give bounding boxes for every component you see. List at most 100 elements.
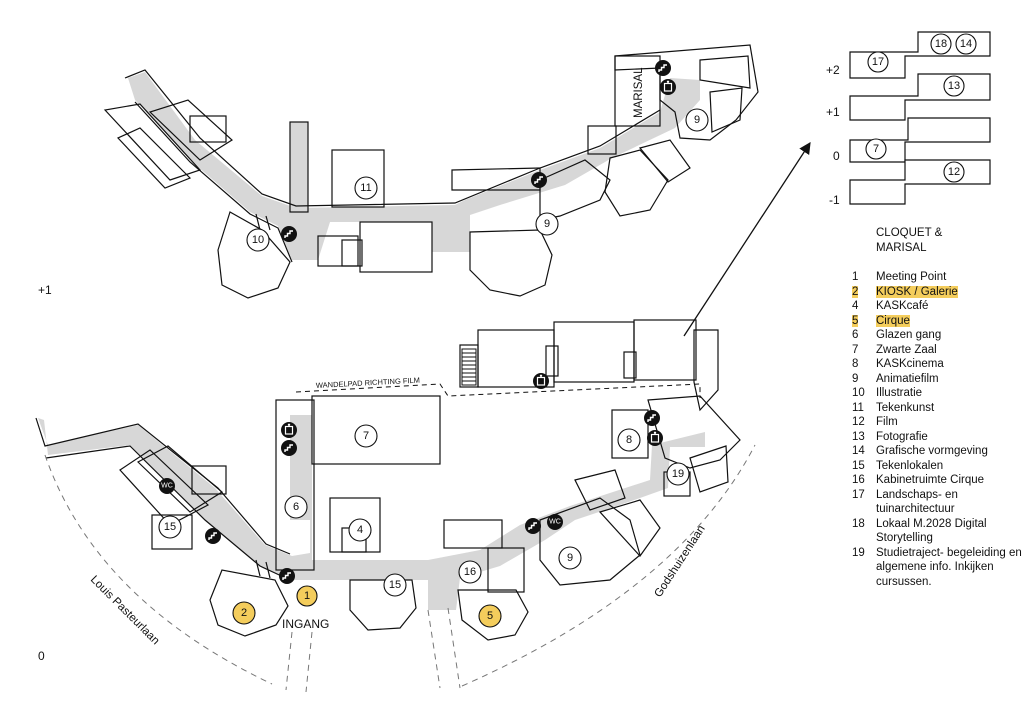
lift-icon [533, 373, 549, 389]
room-marker-5[interactable]: 5 [478, 604, 502, 628]
lift-icon [281, 422, 297, 438]
legend-item-label: Studietraject- begeleiding en algemene i… [876, 546, 1022, 588]
street-label-godshuizenlaan: Godshuizenlaan [652, 523, 707, 599]
room-marker-15[interactable]: 15 [383, 573, 407, 597]
room-marker-15[interactable]: 15 [158, 515, 182, 539]
upper-floor-plan [103, 44, 759, 299]
legend-item-key: 19 [852, 546, 865, 559]
legend-item-label: Grafische vormgeving [876, 445, 988, 457]
legend-item-label: KASKcinema [876, 358, 944, 370]
legend-item-label: Fotografie [876, 430, 928, 443]
legend-item-key: 15 [852, 459, 865, 472]
legend-item-4: 4 KASKcafé [852, 299, 1022, 314]
legend-item-5: 5 Cirque [852, 314, 1022, 329]
legend-item-key: 5 [852, 314, 859, 327]
legend-item-15: 15 Tekenlokalen [852, 459, 1022, 474]
room-marker-2[interactable]: 2 [232, 601, 256, 625]
ground-floor-room-markers: 7 15 6 4 15 1 2 16 5 9 8 19 [158, 424, 690, 628]
svg-text:15: 15 [389, 579, 401, 591]
legend-title: CLOQUET & MARISAL [876, 226, 1016, 256]
legend-title-line: MARISAL [876, 242, 927, 254]
building-section-diagram: +2 +1 0 -1 17 18 14 13 7 12 [826, 31, 991, 207]
legend-title-line: CLOQUET & [876, 227, 943, 239]
svg-text:14: 14 [960, 38, 972, 50]
legend-item-key: 12 [852, 416, 865, 428]
room-marker-6[interactable]: 6 [284, 495, 308, 519]
section-marker-7[interactable]: 7 [865, 138, 887, 160]
legend-item-label: Landschaps- en tuinarchitectuur [876, 488, 958, 516]
legend-item-key: 17 [852, 488, 865, 501]
room-marker-1[interactable]: 1 [296, 585, 318, 607]
svg-text:12: 12 [948, 166, 960, 178]
svg-text:8: 8 [626, 434, 632, 446]
legend-item-label: Lokaal M.2028 Digital Storytelling [876, 517, 987, 545]
stairs-icon [281, 440, 297, 456]
legend-item-8: 8 KASKcinema [852, 357, 1022, 372]
legend-item-label: Illustratie [876, 387, 923, 399]
legend-item-label: Tekenlokalen [876, 459, 944, 472]
svg-text:19: 19 [672, 468, 684, 480]
legend-item-label: Meeting Point [876, 271, 947, 283]
stairs-icon [655, 60, 671, 76]
legend-item-19: 19 Studietraject- begeleiding en algemene… [852, 546, 1022, 590]
legend-item-key: 4 [852, 300, 859, 312]
legend-item-key: 7 [852, 343, 859, 356]
room-marker-10[interactable]: 10 [246, 228, 270, 252]
svg-text:7: 7 [873, 143, 879, 155]
legend-item-key: 10 [852, 387, 865, 399]
room-marker-11[interactable]: 11 [354, 176, 378, 200]
lift-icon [647, 430, 663, 446]
legend-item-17: 17 Landschaps- en tuinarchitectuur [852, 488, 1022, 517]
section-marker-12[interactable]: 12 [943, 161, 965, 183]
wc-icon: WC [547, 514, 563, 530]
svg-text:7: 7 [363, 430, 369, 442]
legend-item-label: KASKcafé [876, 300, 929, 312]
legend-item-label: Cirque [876, 314, 910, 327]
legend-item-key: 6 [852, 329, 859, 341]
svg-text:18: 18 [935, 38, 947, 50]
svg-text:9: 9 [567, 552, 573, 564]
room-marker-19[interactable]: 19 [666, 462, 690, 486]
svg-text:2: 2 [241, 607, 247, 619]
legend-item-label: Kabinetruimte Cirque [876, 474, 985, 486]
section-marker-17[interactable]: 17 [867, 51, 889, 73]
section-level-0: 0 [833, 149, 840, 163]
ground-floor-plan [35, 319, 741, 641]
section-marker-18[interactable]: 18 [930, 33, 952, 55]
svg-text:9: 9 [544, 218, 550, 230]
section-marker-13[interactable]: 13 [943, 75, 965, 97]
room-marker-16[interactable]: 16 [458, 560, 482, 584]
room-marker-7[interactable]: 7 [354, 424, 378, 448]
section-marker-14[interactable]: 14 [955, 33, 977, 55]
svg-text:13: 13 [948, 80, 960, 92]
room-marker-9[interactable]: 9 [558, 546, 582, 570]
room-marker-9[interactable]: 9 [535, 212, 559, 236]
stairs-icon [279, 568, 295, 584]
svg-text:16: 16 [464, 566, 476, 578]
room-marker-8[interactable]: 8 [617, 428, 641, 452]
section-level-plus2: +2 [826, 63, 840, 77]
svg-text:4: 4 [357, 524, 363, 536]
svg-text:11: 11 [360, 182, 371, 194]
room-marker-9[interactable]: 9 [685, 108, 709, 132]
legend-item-label: Tekenkunst [876, 401, 935, 414]
svg-text:WC: WC [549, 519, 561, 526]
legend-item-label: Animatiefilm [876, 372, 939, 385]
section-level-minus1: -1 [829, 193, 840, 207]
room-marker-4[interactable]: 4 [348, 518, 372, 542]
svg-text:WC: WC [161, 483, 173, 490]
building-label-marisal: MARISAL [633, 67, 645, 118]
stairs-icon [531, 172, 547, 188]
ground-floor-icons: WC WC [159, 373, 663, 584]
legend-item-key: 9 [852, 372, 859, 385]
legend-item-label: Glazen gang [876, 329, 942, 341]
svg-text:17: 17 [872, 56, 884, 68]
legend-item-key: 8 [852, 358, 859, 370]
street-label-louis-pasteurlaan: Louis Pasteurlaan [88, 574, 162, 648]
